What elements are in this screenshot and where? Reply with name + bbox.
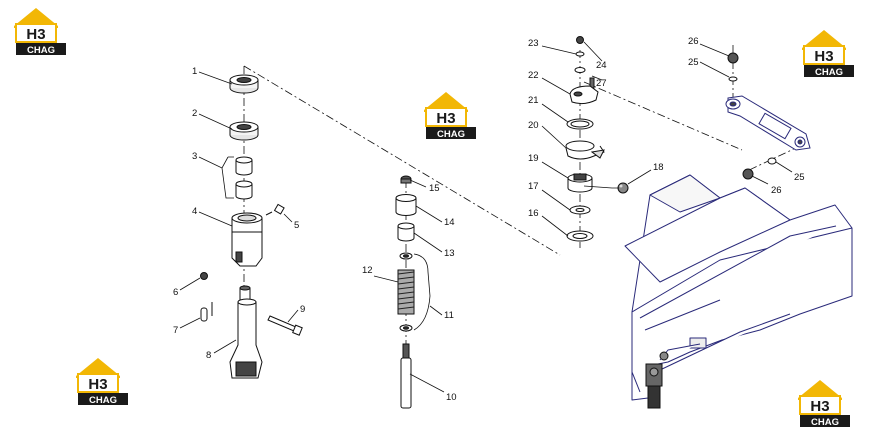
pin-27 — [574, 67, 595, 89]
callout-17: 17 — [528, 181, 539, 192]
bearing-2 — [229, 121, 259, 141]
callout-5: 5 — [294, 220, 299, 231]
svg-text:H3: H3 — [814, 48, 833, 65]
rod-10 — [400, 343, 412, 409]
bolt-9 — [267, 315, 303, 336]
key-7 — [200, 302, 213, 322]
bushing-3 — [235, 156, 253, 200]
svg-text:H3: H3 — [88, 376, 107, 393]
callout-23: 23 — [528, 38, 539, 49]
bearing-1 — [229, 74, 259, 94]
svg-text:CHAG: CHAG — [27, 45, 55, 56]
callout-20: 20 — [528, 120, 539, 131]
callout-22: 22 — [528, 70, 539, 81]
callout-10: 10 — [446, 392, 457, 403]
screw-24 — [576, 36, 584, 44]
callout-4: 4 — [192, 206, 197, 217]
frame-assembly-detail — [645, 351, 669, 409]
nut-26-bottom — [742, 168, 754, 180]
washer-23 — [575, 51, 585, 57]
bushing-14 — [395, 194, 417, 216]
ball-18 — [617, 182, 629, 194]
frame — [624, 174, 853, 401]
watermark-logo: H3 CHAG — [798, 380, 850, 428]
washer-25-bottom — [767, 157, 777, 165]
watermark-logo: H3 CHAG — [424, 92, 476, 140]
callout-24: 24 — [596, 60, 607, 71]
callout-13: 13 — [444, 248, 455, 259]
ring-21 — [566, 118, 594, 130]
svg-text:CHAG: CHAG — [815, 67, 843, 78]
grease-fitting-5 — [265, 203, 285, 216]
callout-26-top: 26 — [688, 36, 699, 47]
svg-text:CHAG: CHAG — [89, 395, 117, 406]
callout-2: 2 — [192, 108, 197, 119]
callout-9: 9 — [300, 304, 305, 315]
svg-text:H3: H3 — [26, 26, 45, 43]
callout-25-top: 25 — [688, 57, 699, 68]
washer-16 — [566, 230, 594, 242]
washer-11-bottom — [399, 324, 413, 332]
callout-19: 19 — [528, 153, 539, 164]
housing-4 — [231, 212, 263, 267]
nut-6 — [200, 272, 208, 280]
callout-7: 7 — [173, 325, 178, 336]
svg-text:H3: H3 — [436, 110, 455, 127]
svg-text:H3: H3 — [810, 398, 829, 415]
callout-1: 1 — [192, 66, 197, 77]
watermark-logo: H3 CHAG — [76, 358, 128, 406]
callout-8: 8 — [206, 350, 211, 361]
callout-14: 14 — [444, 217, 455, 228]
cam-20 — [565, 140, 605, 160]
spring-12 — [397, 269, 415, 315]
watermark-logo: H3 CHAG — [14, 8, 66, 56]
callout-27: 27 — [596, 78, 607, 89]
callout-12: 12 — [362, 265, 373, 276]
cylinder — [725, 95, 811, 151]
callout-labels: 1 2 3 4 5 6 7 8 9 10 11 12 13 14 15 16 1… — [173, 36, 805, 403]
lever-22 — [569, 85, 599, 105]
svg-text:CHAG: CHAG — [811, 417, 839, 428]
callout-3: 3 — [192, 151, 197, 162]
callout-6: 6 — [173, 287, 178, 298]
gear-19 — [567, 173, 593, 193]
callout-26-bottom: 26 — [771, 185, 782, 196]
nut-26-top — [727, 52, 739, 64]
svg-text:CHAG: CHAG — [437, 129, 465, 140]
callout-18: 18 — [653, 162, 664, 173]
callout-15: 15 — [429, 183, 440, 194]
washer-11-top — [399, 252, 413, 260]
callout-21: 21 — [528, 95, 539, 106]
cap-15 — [400, 175, 412, 184]
callout-25-bottom: 25 — [794, 172, 805, 183]
callout-11: 11 — [444, 310, 454, 321]
bushing-13 — [397, 222, 415, 242]
watermark-logo: H3 CHAG — [802, 30, 854, 78]
callout-16: 16 — [528, 208, 539, 219]
shaft-8 — [229, 285, 263, 379]
washer-25-top — [728, 76, 738, 82]
leader-lines — [179, 41, 793, 393]
washer-17 — [569, 205, 591, 215]
